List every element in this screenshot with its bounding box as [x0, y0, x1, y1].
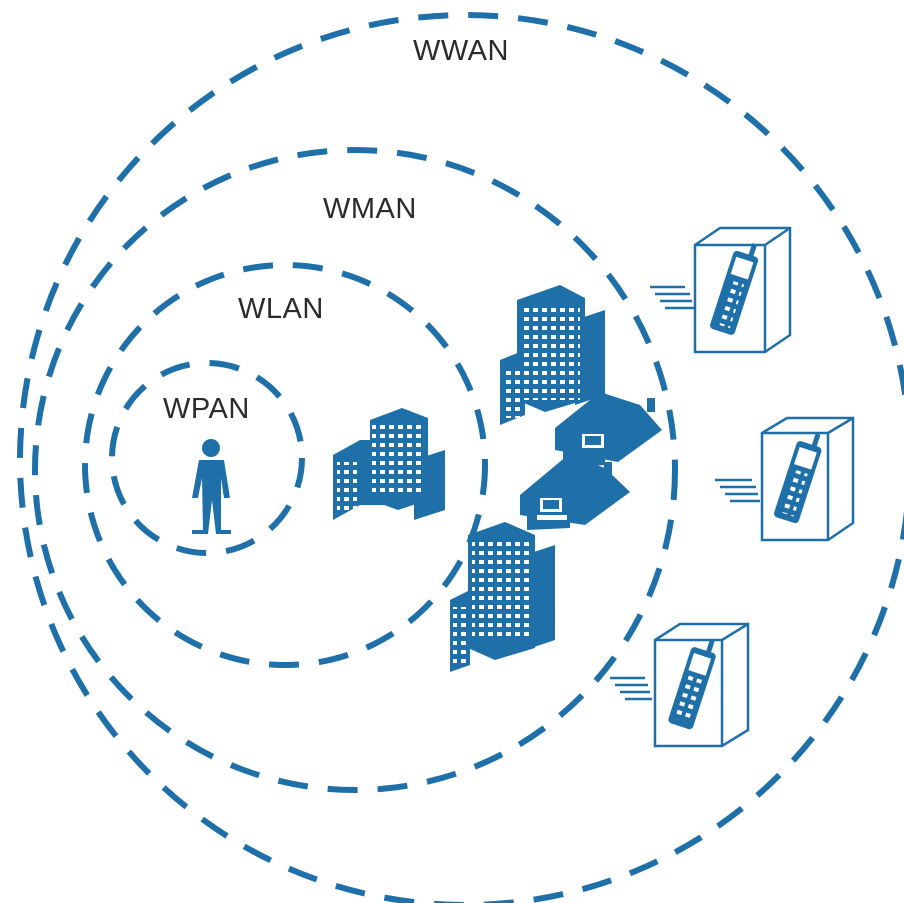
mobile-phone-in-vehicle-icon: [650, 226, 792, 354]
office-building-icon: [333, 408, 445, 520]
person-icon: [192, 439, 231, 534]
wwan-label: WWAN: [413, 35, 509, 67]
office-building-icon: [450, 522, 555, 672]
house-with-computer-icon: [520, 455, 630, 530]
wlan-ring: [82, 262, 488, 668]
wman-ring: [32, 147, 678, 793]
wlan-label: WLAN: [238, 293, 324, 325]
wpan-label: WPAN: [163, 393, 250, 425]
office-building-icon: [500, 285, 605, 425]
wman-label: WMAN: [323, 193, 417, 225]
wwan-ring: [17, 12, 904, 903]
wpan-ring: [109, 360, 305, 556]
mobile-phone-in-vehicle-icon: [715, 416, 855, 542]
mobile-phone-in-vehicle-icon: [610, 622, 750, 748]
